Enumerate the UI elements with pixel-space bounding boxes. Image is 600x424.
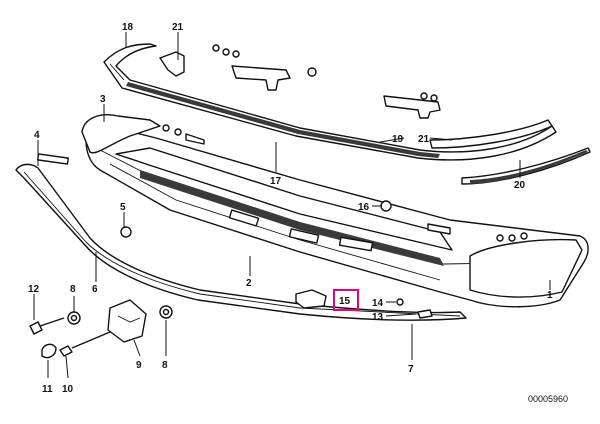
- highlight-box-15: [333, 289, 359, 311]
- callout-3: 3: [100, 94, 106, 105]
- callout-2: 2: [246, 278, 252, 289]
- callout-5: 5: [120, 202, 126, 213]
- drawing-id: 00005960: [528, 394, 568, 404]
- trim-end-right: [429, 119, 591, 185]
- callout-19: 19: [392, 134, 404, 145]
- callout-labels: 18 21 3 4 19 21 17 20 16 5 2 1 6 12 8 15…: [28, 22, 553, 395]
- upper-trim-strip: [103, 43, 557, 161]
- main-bumper: [85, 124, 589, 308]
- callout-21-top: 21: [172, 22, 184, 33]
- callout-17: 17: [270, 176, 282, 187]
- top-brackets: [159, 44, 441, 145]
- callout-15: 15: [339, 296, 351, 307]
- callout-10: 10: [62, 384, 74, 395]
- callout-13: 13: [372, 312, 384, 323]
- callout-8-left: 8: [70, 284, 76, 295]
- left-end-cap: [81, 114, 161, 154]
- callout-14: 14: [372, 298, 384, 309]
- callout-12: 12: [28, 284, 40, 295]
- leader-lines: [33, 32, 551, 379]
- hardware-parts: [29, 200, 528, 359]
- callout-16: 16: [358, 202, 370, 213]
- callout-20: 20: [514, 180, 526, 191]
- callout-8-bottom: 8: [162, 360, 168, 371]
- callout-9: 9: [136, 360, 142, 371]
- callout-1: 1: [547, 290, 553, 301]
- callout-6: 6: [92, 284, 98, 295]
- callout-21-right: 21: [418, 134, 430, 145]
- callout-7: 7: [408, 364, 414, 375]
- callout-4: 4: [34, 130, 40, 141]
- callout-11: 11: [42, 384, 53, 395]
- callout-18: 18: [122, 22, 134, 33]
